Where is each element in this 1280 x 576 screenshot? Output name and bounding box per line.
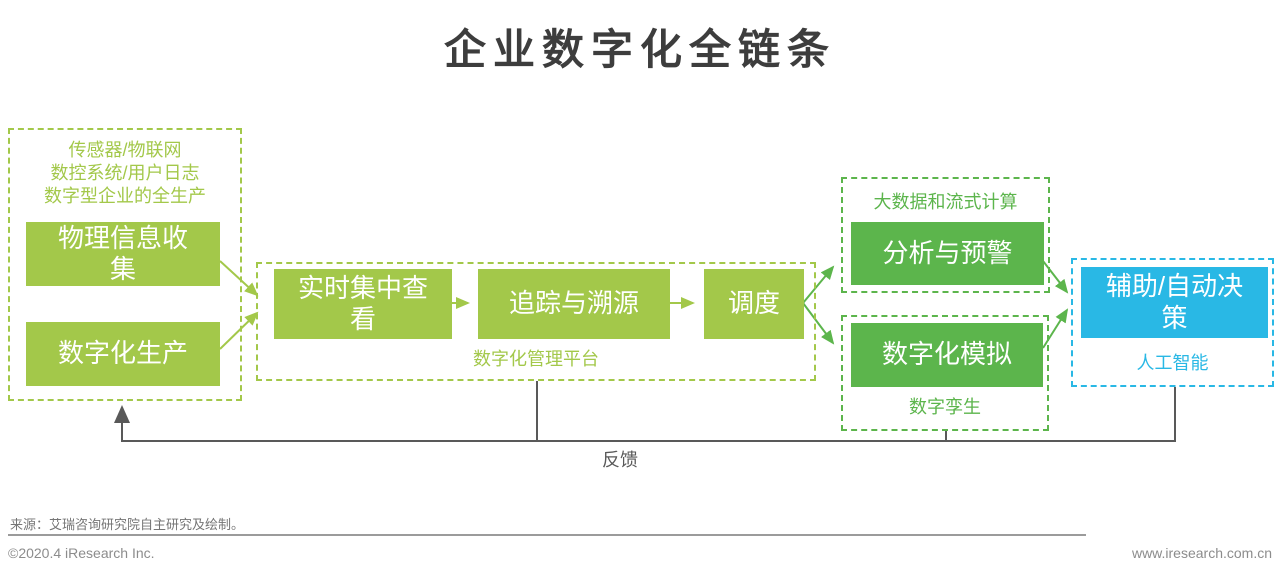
twin-label: 数字孪生 (909, 397, 981, 417)
collection-caption: 传感器/物联网 数控系统/用户日志 数字型企业的全生产 (44, 140, 206, 206)
website-text: www.iresearch.com.cn (1131, 545, 1272, 561)
group-artificial-intelligence: 辅助/自动决 策 人工智能 (1071, 258, 1274, 387)
platform-label: 数字化管理平台 (473, 349, 599, 369)
group-bigdata-stream-computing: 大数据和流式计算 分析与预警 (841, 177, 1050, 293)
ai-label: 人工智能 (1136, 353, 1209, 373)
box-analysis-and-warning: 分析与预警 (851, 222, 1044, 285)
footer-divider (8, 534, 1086, 536)
box-assisted-auto-decision: 辅助/自动决 策 (1081, 267, 1268, 338)
group-data-collection: 传感器/物联网 数控系统/用户日志 数字型企业的全生产 物理信息收 集 数字化生… (8, 128, 242, 401)
box-trace-and-source: 追踪与溯源 (478, 269, 670, 339)
copyright-text: ©2020.4 iResearch Inc. (8, 545, 155, 561)
box-dispatch: 调度 (704, 269, 804, 339)
bigdata-label: 大数据和流式计算 (873, 192, 1018, 212)
box-digital-production: 数字化生产 (26, 322, 220, 386)
box-physical-info-collection: 物理信息收 集 (26, 222, 220, 286)
box-digital-simulation: 数字化模拟 (851, 323, 1043, 387)
page-title: 企业数字化全链条 (443, 26, 836, 73)
group-digital-management-platform: 实时集中查 看 追踪与溯源 调度 数字化管理平台 (256, 262, 816, 381)
source-note: 来源：艾瑞咨询研究院自主研究及绘制。 (10, 517, 245, 532)
box-realtime-central-view: 实时集中查 看 (274, 269, 452, 339)
feedback-label: 反馈 (602, 450, 638, 470)
group-digital-twin: 数字化模拟 数字孪生 (841, 315, 1049, 431)
